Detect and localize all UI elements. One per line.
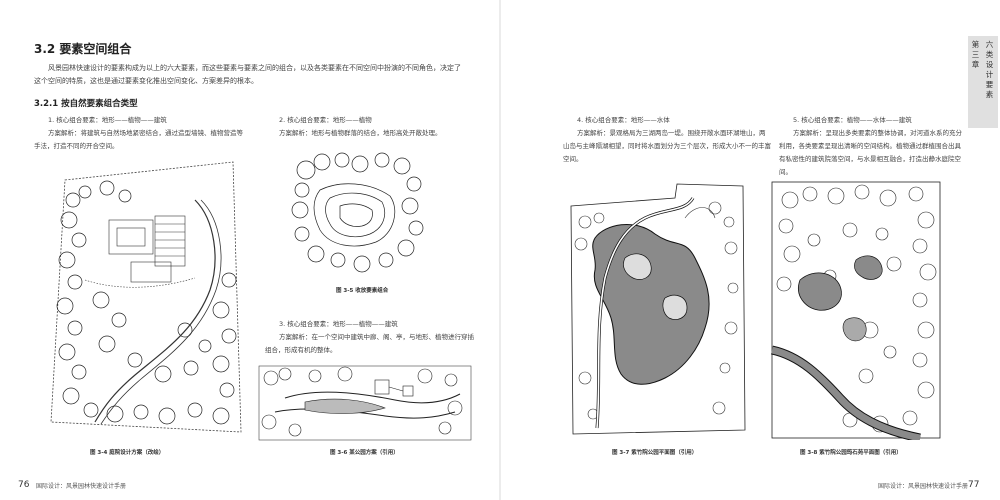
- figure-3-6-plan: [255, 362, 475, 444]
- landform-planting-drawing: [291, 152, 424, 273]
- item-2-heading: 2. 核心组合要素：地形——植物: [279, 116, 372, 124]
- figure-3-4-plan: [45, 160, 245, 442]
- chapter-tab-number: 第三章: [971, 40, 980, 69]
- item-2-body: 方案解析：地形与植物群落的结合，地形高处开敞处理。: [279, 129, 442, 137]
- item-3-body: 方案解析：在一个空间中建筑中廊、阁、亭，与地形、植物进行穿插组合，形成有机的整体…: [265, 333, 474, 354]
- item-3: 3. 核心组合要素：地形——植物——建筑 方案解析：在一个空间中建筑中廊、阁、亭…: [265, 318, 480, 357]
- caption-fig-3-6: 图 3-6 某公园方案（引用）: [330, 450, 399, 456]
- caption-fig-3-5: 图 3-5 收放要素组合: [336, 288, 389, 294]
- item-5: 5. 核心组合要素：植物——水体——建筑 方案解析：呈现出多类要素的整体协调，对…: [779, 114, 967, 179]
- chapter-tab-title: 六类设计要素: [985, 40, 994, 99]
- caption-fig-3-8: 图 3-8 紫竹院公园筠石苑平面图（引用）: [800, 450, 902, 456]
- page-number-left: 76: [18, 480, 30, 490]
- running-title-left: 国际设计：风景园林快速设计手册: [36, 483, 127, 490]
- running-title-right: 国际设计：风景园林快速设计手册: [878, 483, 969, 490]
- item-1: 1. 核心组合要素：地形——植物——建筑 方案解析：将建筑与自然场地紧密结合，通…: [34, 114, 244, 153]
- subsection-title: 3.2.1 按自然要素组合类型: [34, 99, 138, 109]
- item-2: 2. 核心组合要素：地形——植物 方案解析：地形与植物群落的结合，地形高处开敞处…: [265, 114, 480, 140]
- item-4-heading: 4. 核心组合要素：地形——水体: [577, 116, 670, 124]
- item-5-body: 方案解析：呈现出多类要素的整体协调，对河道水系的充分利用，各类要素呈现出清晰的空…: [779, 129, 962, 176]
- figure-3-8-plan: [770, 180, 942, 440]
- item-1-body: 方案解析：将建筑与自然场地紧密结合，通过造型墙镜、植物营造等手法，打造不同的开合…: [34, 129, 243, 150]
- caption-fig-3-4: 图 3-4 庭院设计方案（改绘）: [90, 450, 165, 456]
- page-gutter: [499, 0, 501, 500]
- figure-3-5-plan: [290, 150, 425, 275]
- item-4: 4. 核心组合要素：地形——水体 方案解析：景观格局为三湖两岛一堤。围绕开敞水面…: [563, 114, 771, 166]
- intro-paragraph: 风景园林快速设计的要素构成为以上的六大要素，而这些要素与要素之间的组合，以及各类…: [34, 64, 461, 85]
- page-number-right: 77: [968, 480, 980, 490]
- zizhuyuan-park-plan: [570, 183, 746, 435]
- item-5-heading: 5. 核心组合要素：植物——水体——建筑: [793, 116, 912, 124]
- garden-plan-drawing: [50, 161, 242, 433]
- section-title: 3.2 要素空间组合: [34, 42, 132, 56]
- figure-3-7-plan: [565, 178, 750, 440]
- item-3-heading: 3. 核心组合要素：地形——植物——建筑: [279, 320, 398, 328]
- item-4-body: 方案解析：景观格局为三湖两岛一堤。围绕开敞水面环湖堆山，两山岛与主峰隔湖相望，同…: [563, 129, 771, 163]
- park-plan-drawing: [258, 365, 472, 441]
- item-1-heading: 1. 核心组合要素：地形——植物——建筑: [48, 116, 167, 124]
- chapter-tab: 第三章 六类设计要素: [968, 36, 998, 128]
- yunshiyuan-plan: [770, 181, 941, 440]
- caption-fig-3-7: 图 3-7 紫竹院公园平面图（引用）: [612, 450, 698, 456]
